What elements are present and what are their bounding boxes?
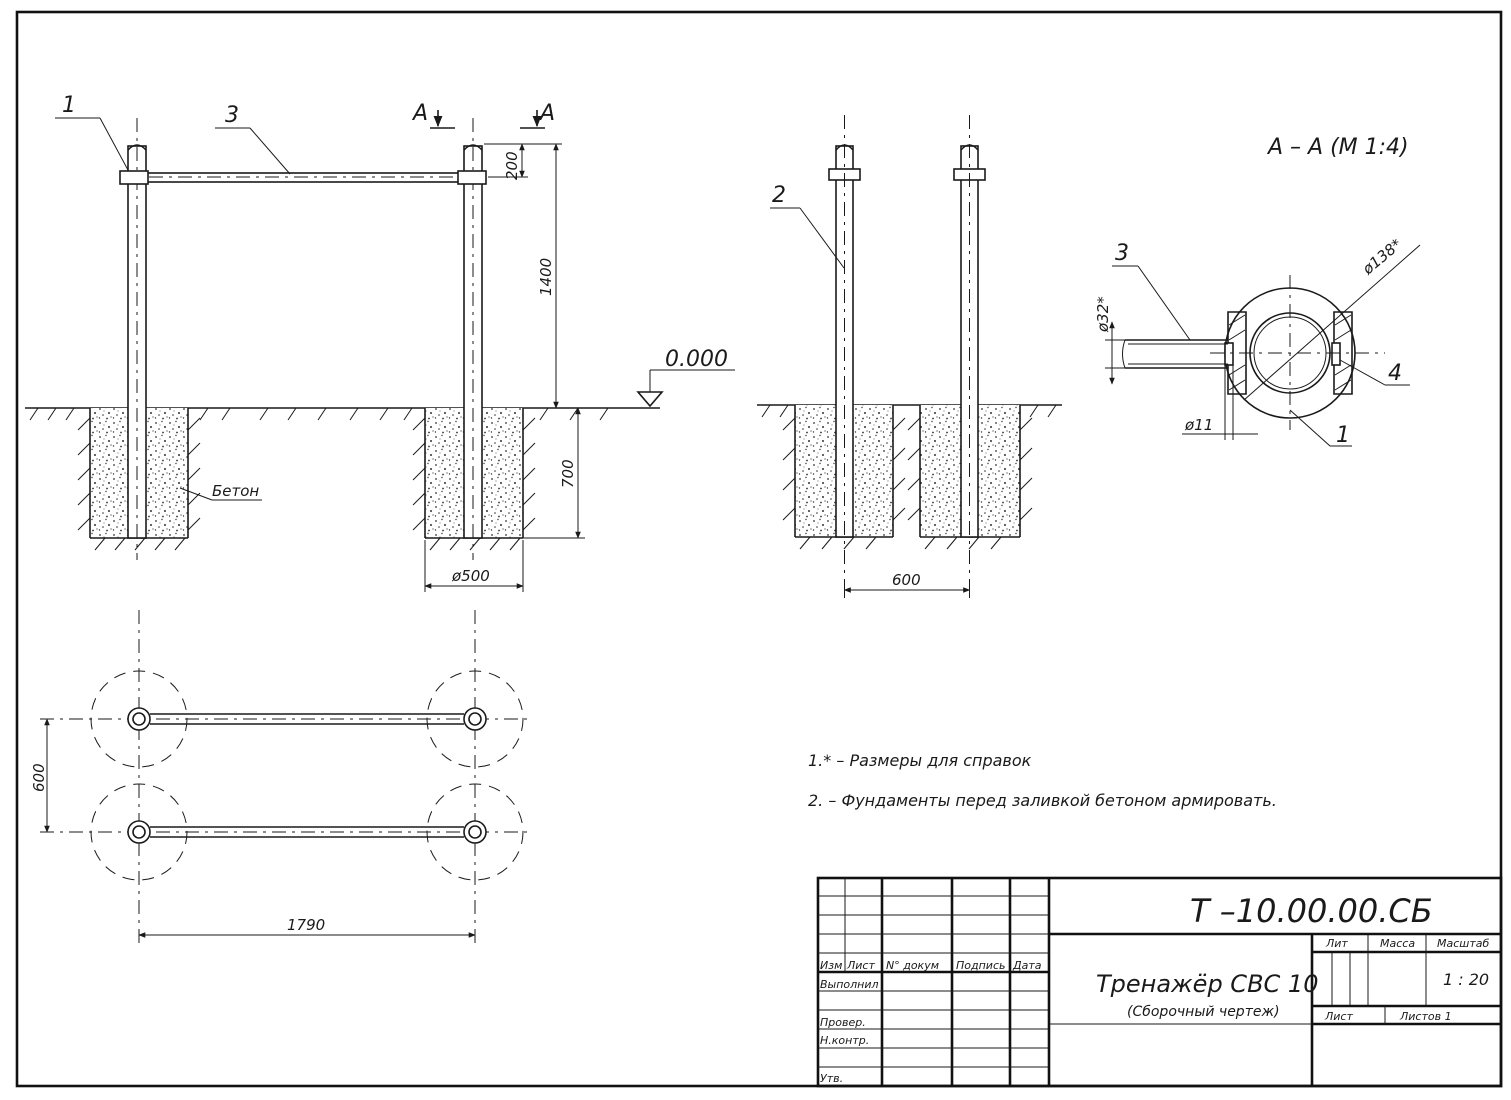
- tb-col-list: Лист: [846, 959, 875, 972]
- dim-clamp-diameter: ø138*: [1358, 235, 1405, 279]
- tb-row-appr: Утв.: [820, 1072, 843, 1085]
- tb-row-norm: Н.контр.: [820, 1034, 869, 1047]
- side-view: 2 600: [757, 115, 1062, 598]
- tb-scale-value: 1 : 20: [1443, 970, 1489, 989]
- plan-view: 600 1790: [30, 610, 530, 945]
- dim-200: 200: [503, 151, 521, 180]
- drawing-name: Тренажёр СВС 10: [1096, 970, 1318, 998]
- tb-scale: Масштаб: [1437, 937, 1489, 950]
- tb-lit: Лит: [1325, 937, 1348, 950]
- section-callout-3: 3: [1115, 241, 1129, 266]
- section-mark-left: A: [411, 101, 428, 126]
- callout-3: 3: [225, 103, 239, 128]
- drawing-subtitle: (Сборочный чертеж): [1127, 1004, 1280, 1020]
- dim-1400: 1400: [537, 258, 555, 296]
- callout-1: 1: [62, 93, 76, 118]
- section-mark-right: A: [538, 101, 555, 126]
- concrete-label: Бетон: [212, 482, 259, 500]
- tb-mass: Масса: [1380, 937, 1415, 950]
- designation: Т –10.00.00.СБ: [1190, 892, 1433, 930]
- dim-plan-length: 1790: [287, 916, 325, 934]
- tb-col-izm: Изм: [820, 959, 842, 972]
- callout-4: 4: [1388, 361, 1402, 386]
- dim-pit-diameter: ø500: [451, 567, 490, 585]
- dim-post-spacing: 600: [892, 571, 921, 589]
- tb-row-check: Провер.: [820, 1016, 866, 1029]
- dim-tube-diameter: ø32*: [1094, 296, 1112, 333]
- note-1: 1.* – Размеры для справок: [808, 751, 1032, 770]
- dim-700: 700: [559, 459, 577, 488]
- dim-bolt-diameter: ø11: [1184, 416, 1213, 434]
- front-view: 1 3 A A 200 1400 700 ø500 0.000 Бе: [25, 93, 735, 592]
- section-callout-1: 1: [1336, 423, 1350, 448]
- callout-2: 2: [772, 183, 786, 208]
- section-a-a: A – A (M 1:4) ø138* ø32*: [1094, 135, 1421, 448]
- tb-col-date: Дата: [1012, 959, 1042, 972]
- tb-sheets: Листов 1: [1399, 1010, 1452, 1023]
- sheet-frame: [15, 10, 1503, 1088]
- section-title: A – A (M 1:4): [1266, 135, 1409, 160]
- dim-plan-spacing: 600: [30, 763, 48, 792]
- title-block: Изм Лист N° докум Подпись Дата Выполнил …: [816, 876, 1503, 1088]
- tb-col-sign: Подпись: [956, 959, 1005, 972]
- tb-row-done: Выполнил: [820, 978, 879, 991]
- level-mark: 0.000: [665, 347, 728, 372]
- note-2: 2. – Фундаменты перед заливкой бетоном а…: [808, 791, 1277, 810]
- tb-col-doc: N° докум: [886, 959, 939, 972]
- tb-sheet: Лист: [1324, 1010, 1353, 1023]
